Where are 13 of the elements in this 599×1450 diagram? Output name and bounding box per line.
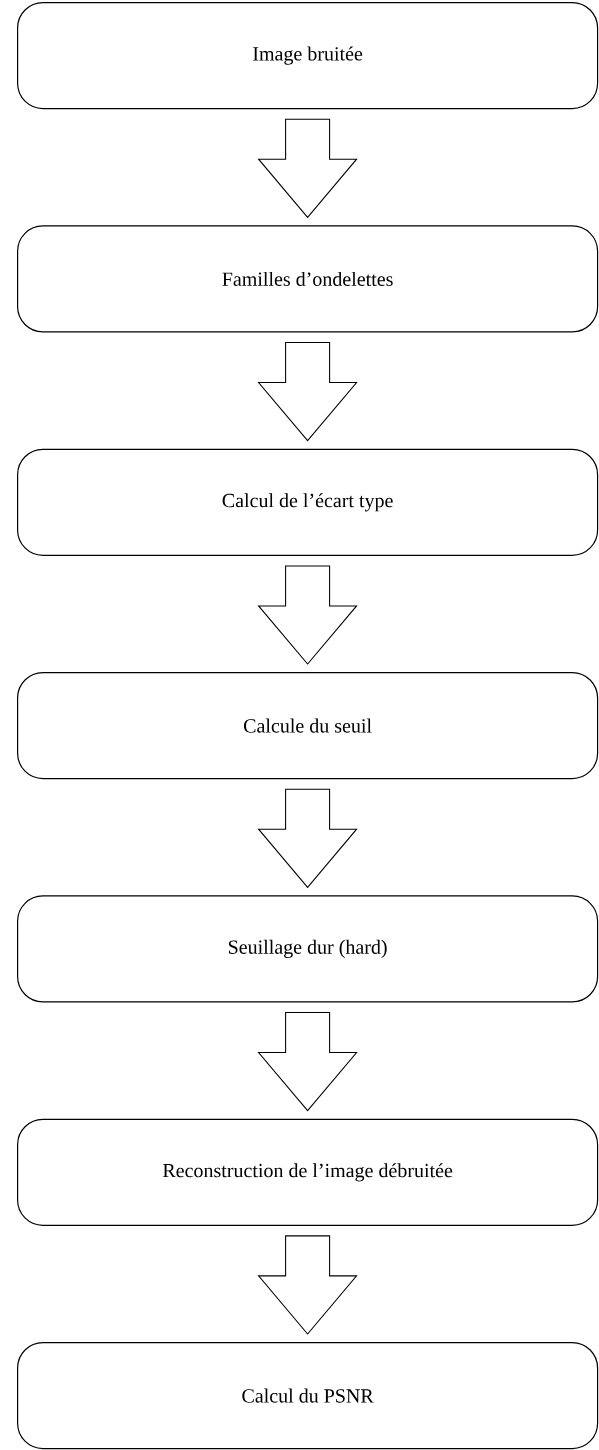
process-box: Familles d’ondelettes	[17, 225, 599, 333]
process-box: Image bruitée	[17, 2, 599, 110]
block-arrow	[257, 1235, 358, 1335]
block-arrow	[257, 788, 358, 889]
block-arrow	[257, 1011, 358, 1112]
block-arrow	[257, 342, 358, 442]
block-arrow	[257, 118, 358, 219]
process-box: Calcule du seuil	[17, 672, 599, 780]
block-arrow	[257, 565, 358, 665]
process-box: Reconstruction de l’image débruitée	[17, 1118, 599, 1226]
process-box: Calcul du PSNR	[17, 1342, 599, 1450]
process-box: Seuillage dur (hard)	[17, 895, 599, 1003]
process-box: Calcul de l’écart type	[17, 448, 599, 556]
